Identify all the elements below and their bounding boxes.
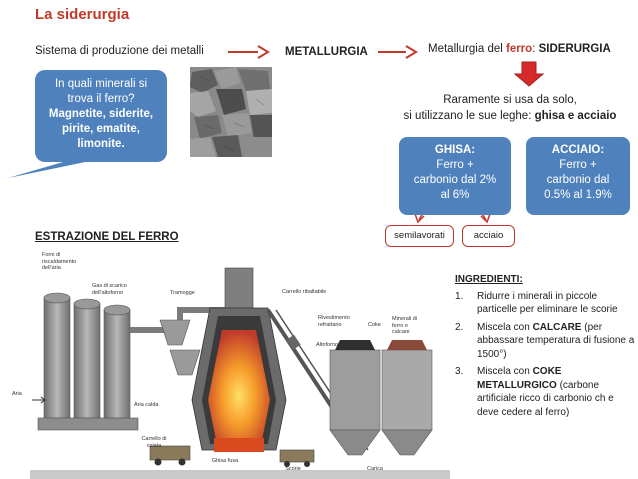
label-carrello-ribaltabile: Carrello ribaltabile [282, 289, 327, 295]
list-item: 3. Miscela con COKE METALLURGICO (carbon… [455, 365, 635, 419]
alloys-note-line1: Raramente si usa da solo, [443, 94, 577, 106]
casting-carts [149, 445, 315, 467]
acciaio-line2: carbonio dal [546, 174, 610, 186]
callout-line3: Magnetite, siderite, [48, 108, 154, 120]
label-carrello-colata: Carrello di colata [141, 436, 167, 449]
label-forni: Forni di riscaldamento dell'aria [42, 252, 77, 271]
list-item-bold: COKE METALLURGICO [477, 366, 562, 391]
callout-line5: limonite. [77, 138, 125, 150]
metallurgia-label: METALLURGIA [285, 46, 368, 58]
list-item-pre: Miscela con [477, 366, 533, 377]
down-arrow-icon [513, 61, 545, 87]
intro-text: Sistema di produzione dei metalli [35, 45, 204, 57]
label-ghisa-fusa: Ghisa fusa [211, 458, 239, 464]
alloys-note-line2: si utilizzano le sue leghe: ghisa e acci… [386, 108, 634, 124]
siderurgia-word: SIDERURGIA [538, 43, 611, 55]
ferro-word: ferro [505, 43, 533, 55]
hoppers [159, 319, 201, 376]
ferro-prefix: Metallurgia del [428, 43, 506, 55]
acciaio-line3: 0.5% al 1.9% [544, 189, 612, 201]
list-item-number: 3. [455, 366, 464, 377]
ferro-colon: : [532, 43, 539, 55]
arrow-to-metallurgia-icon [228, 45, 270, 59]
page-title: La siderurgia [35, 6, 130, 23]
label-rivestimento: Rivestimento refrattario [318, 315, 350, 328]
label-scorie: Scorie [285, 466, 301, 472]
label-minerali: Minerali di ferro e calcare [392, 316, 418, 335]
acciaio-box: ACCIAIO: Ferro + carbonio dal 0.5% al 1.… [526, 137, 630, 215]
blast-furnace-diagram [30, 267, 450, 479]
label-gas: Gas di scarico dell'altoforno [92, 283, 127, 296]
ghisa-title: GHISA: [434, 144, 476, 156]
acciaio-tag: acciaio [462, 225, 515, 247]
ghisa-line1: Ferro + [436, 159, 474, 171]
label-carica: Carica [367, 466, 383, 472]
list-item-post: (per abbassare temperatura di fusione a … [477, 321, 635, 360]
list-item-pre: Miscela con [477, 321, 533, 333]
list-item: 2. Miscela con CALCARE (per abbassare te… [455, 321, 635, 362]
label-altoforno: Altoforno [316, 342, 339, 348]
list-item-text: Miscela con COKE METALLURGICO (carbone a… [477, 365, 635, 419]
blast-furnace [191, 267, 287, 452]
ghisa-box: GHISA: Ferro + carbonio dal 2% al 6% [399, 137, 511, 215]
alloys-note: Raramente si usa da solo, si utilizzano … [386, 92, 634, 124]
semilavorati-tag: semilavorati [385, 225, 454, 247]
heating-stoves [37, 292, 139, 431]
section-heading-estrazione: ESTRAZIONE DEL FERRO [35, 231, 179, 243]
label-tramogge: Tramogge [170, 290, 195, 296]
ghisa-line3: al 6% [440, 189, 470, 201]
list-item-text: Ridurre i minerali in piccole particelle… [477, 290, 618, 316]
list-item: 1. Ridurre i minerali in piccole partice… [455, 290, 635, 317]
label-coke: Coke [368, 322, 381, 328]
label-aria-calda: Aria calda [134, 402, 159, 408]
list-item-post: (carbone artificiale ricco di carbonio c… [477, 379, 614, 418]
iron-ore-image [190, 67, 272, 157]
label-aria: Aria [12, 391, 22, 397]
list-item-text: Miscela con CALCARE (per abbassare tempe… [477, 321, 635, 362]
callout-line1: In quali minerali si [54, 78, 148, 90]
arrow-to-siderurgia-icon [378, 45, 418, 59]
callout-tail [8, 160, 95, 178]
ingredients-list: INGREDIENTI: 1. Ridurre i minerali in pi… [455, 273, 635, 423]
alloys-note-text: si utilizzano le sue leghe: [403, 110, 535, 122]
ghisa-line2: carbonio dal 2% [413, 174, 497, 186]
siderurgia-line: Metallurgia del ferro: SIDERURGIA [428, 43, 611, 55]
material-silos [329, 340, 433, 456]
callout-line4: pirite, ematite, [62, 123, 140, 135]
acciaio-line1: Ferro + [559, 159, 597, 171]
list-item-number: 1. [455, 290, 464, 302]
list-item-bold: CALCARE [532, 321, 582, 333]
list-item-number: 2. [455, 321, 464, 333]
minerals-callout: In quali minerali si trova il ferro? Mag… [35, 70, 167, 162]
callout-line2: trova il ferro? [67, 93, 135, 105]
alloys-note-bold: ghisa e acciaio [534, 110, 617, 122]
acciaio-title: ACCIAIO: [551, 144, 605, 156]
ingredients-heading: INGREDIENTI: [455, 274, 523, 285]
